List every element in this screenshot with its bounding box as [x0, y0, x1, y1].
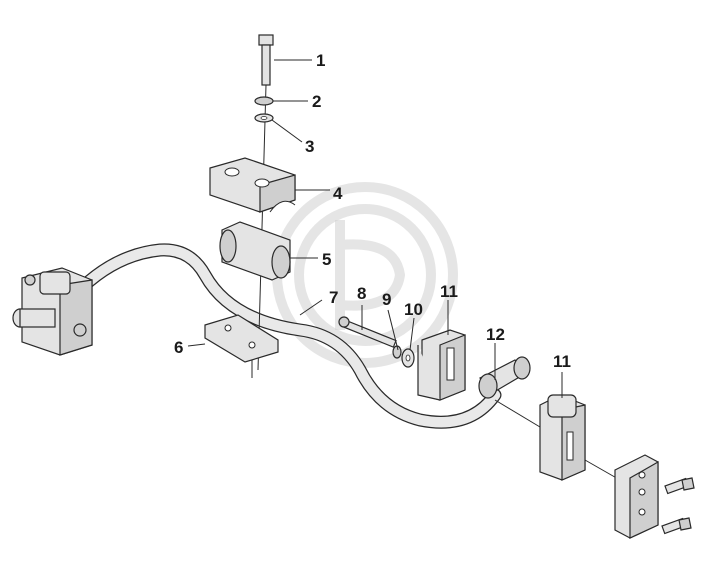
- right-bracket-part: [539, 394, 621, 481]
- mounting-plate-part: [614, 454, 695, 539]
- callout-labels: 1 2 3 4 5 6 7 8 9 10 11 12 11: [174, 51, 571, 371]
- callout-12: 12: [486, 325, 505, 344]
- callout-1: 1: [316, 51, 325, 70]
- callout-3: 3: [305, 137, 314, 156]
- callout-4: 4: [333, 184, 343, 203]
- plate-part: [204, 314, 279, 378]
- bushing-part: [219, 221, 291, 281]
- callout-6: 6: [174, 338, 183, 357]
- callout-11-middle: 11: [440, 282, 458, 301]
- sleeve-part: [478, 356, 546, 431]
- callout-8: 8: [357, 284, 366, 303]
- callout-2: 2: [312, 92, 321, 111]
- pin-assembly: [338, 316, 415, 368]
- clamp-part: [209, 157, 296, 213]
- middle-bracket-part: [417, 329, 466, 401]
- callout-10: 10: [404, 300, 423, 319]
- callout-5: 5: [322, 250, 331, 269]
- bolt-part: [257, 34, 274, 371]
- stabilizer-bar: [63, 243, 502, 429]
- callout-9: 9: [382, 290, 391, 309]
- callout-7: 7: [329, 288, 338, 307]
- callout-11-right: 11: [553, 352, 571, 371]
- left-bracket-assembly: [12, 267, 93, 356]
- flange-bolt-upper: [664, 477, 695, 495]
- washer-parts: [254, 96, 274, 123]
- flange-bolt-lower: [661, 517, 692, 535]
- leader-lines: [187, 59, 563, 398]
